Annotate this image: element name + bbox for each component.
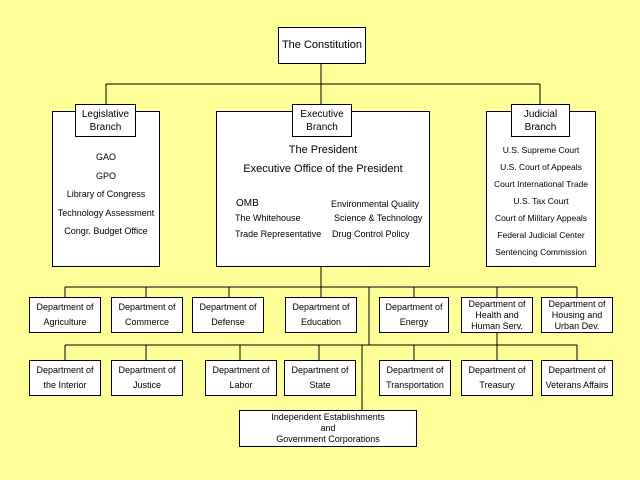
judicial-item: Federal Judicial Center <box>497 230 585 240</box>
department-treasury: Department of Treasury <box>461 360 533 396</box>
judicial-item: U.S. Court of Appeals <box>500 162 582 172</box>
judicial-item: Court of Military Appeals <box>494 213 588 223</box>
department-energy: Department of Energy <box>379 297 449 333</box>
legislative-item: GAO <box>95 152 116 162</box>
department-veterans-affairs: Department of Veterans Affairs <box>541 360 613 396</box>
department-state: Department of State <box>284 360 356 396</box>
independent-establishments-box: Independent Establishments and Governmen… <box>239 410 417 447</box>
legislative-items: GAO GPO Library of Congress Technology A… <box>52 148 160 241</box>
department-defense: Department of Defense <box>192 297 264 333</box>
judicial-items: U.S. Supreme Court U.S. Court of Appeals… <box>486 142 596 261</box>
judicial-item: U.S. Tax Court <box>513 196 569 206</box>
department-health-human-services: Department of Health and Human Serv. <box>461 297 533 333</box>
judicial-item: Sentencing Commission <box>495 247 587 257</box>
department-transportation: Department of Transportation <box>379 360 451 396</box>
executive-left-item: Trade Representative <box>235 229 322 239</box>
department-labor: Department of Labor <box>205 360 277 396</box>
judicial-item: U.S. Supreme Court <box>502 145 580 155</box>
executive-right-item: Drug Control Policy <box>332 229 410 239</box>
executive-office-label: Executive Office of the President <box>243 163 403 175</box>
legislative-item: Library of Congress <box>66 189 146 199</box>
judicial-item: Court International Trade <box>493 179 589 189</box>
legislative-item: Congr. Budget Office <box>64 226 148 236</box>
judicial-branch-title: Judicial Branch <box>511 104 570 137</box>
legislative-item: Technology Assessment <box>57 207 155 218</box>
department-interior: Department of the Interior <box>29 360 101 396</box>
department-justice: Department of Justice <box>111 360 183 396</box>
constitution-box: The Constitution <box>278 27 366 64</box>
executive-right-item: Science & Technology <box>334 213 423 223</box>
executive-right-item: Environmental Quality <box>331 199 420 209</box>
department-housing-urban-dev: Department of Housing and Urban Dev. <box>541 297 613 333</box>
legislative-item: GPO <box>95 170 116 181</box>
department-commerce: Department of Commerce <box>111 297 183 333</box>
judicial-branch-box <box>486 111 596 267</box>
executive-left-item: OMB <box>236 198 259 209</box>
executive-left-item: The Whitehouse <box>235 213 301 223</box>
department-education: Department of Education <box>285 297 357 333</box>
legislative-branch-title: Legislative Branch <box>75 104 136 137</box>
department-agriculture: Department of Agriculture <box>29 297 101 333</box>
executive-branch-title: Executive Branch <box>292 104 352 137</box>
president-label: The President <box>288 144 358 156</box>
